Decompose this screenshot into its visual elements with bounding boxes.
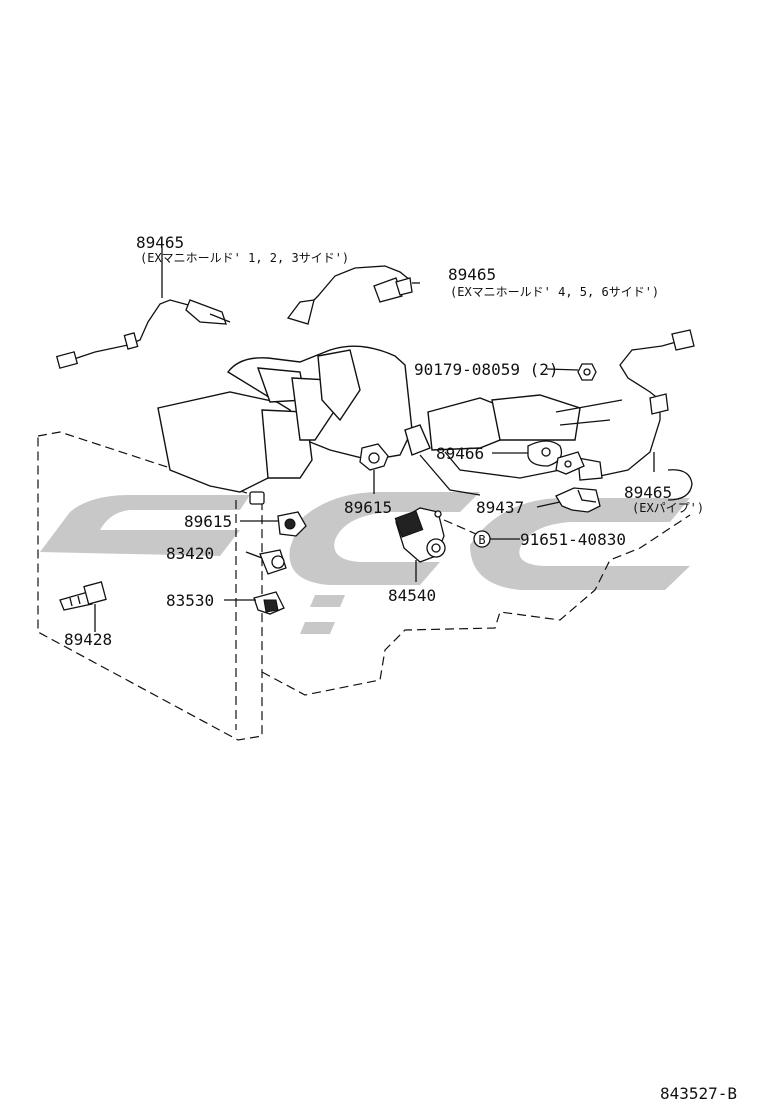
label-intake-air-temp-sensor: 89428: [64, 630, 112, 649]
note-o2-sensor-rear: (EXマニホールド' 4, 5, 6サイド'): [450, 285, 659, 299]
o2-sensor-rear[interactable]: [286, 265, 413, 325]
note-o2-sensor-pipe: (EXパイプ'): [632, 501, 704, 515]
label-gasket: 89466: [436, 444, 484, 463]
label-water-temp-sensor: 83420: [166, 544, 214, 563]
label-oil-pressure-switch: 83530: [166, 591, 214, 610]
nut-part[interactable]: [577, 363, 597, 381]
label-nut: 90179-08059 (2): [414, 360, 559, 379]
label-o2-sensor-rear: 89465: [448, 265, 496, 284]
label-throttle-position-sensor: 84540: [388, 586, 436, 605]
knock-sensor-center[interactable]: [359, 443, 389, 471]
intake-air-temp-sensor[interactable]: [59, 581, 107, 611]
label-bracket: 89437: [476, 498, 524, 517]
oil-pressure-switch[interactable]: [253, 591, 285, 615]
gasket-part[interactable]: [527, 440, 563, 467]
bolt-marker[interactable]: B: [473, 530, 491, 548]
leader-lines: [94, 248, 693, 632]
knock-sensor-left[interactable]: [277, 511, 307, 537]
label-o2-sensor-pipe: 89465: [624, 483, 672, 502]
watermark-logo: [40, 492, 690, 634]
bolt-marker-letter: B: [478, 533, 485, 547]
sensor-flange: [555, 451, 585, 475]
engine-outline: [261, 514, 691, 696]
label-knock-sensor-left: 89615: [184, 512, 232, 531]
o2-sensor-pipe[interactable]: [577, 329, 695, 481]
engine-block: [157, 345, 623, 496]
label-o2-sensor-front: 89465: [136, 233, 184, 252]
diagram-code: 843527-B: [660, 1084, 737, 1103]
label-knock-sensor-center: 89615: [344, 498, 392, 517]
bracket-part[interactable]: [555, 487, 601, 513]
water-temp-sensor[interactable]: [259, 549, 287, 575]
o2-sensor-front[interactable]: [55, 299, 231, 369]
label-bolt: 91651-40830: [520, 530, 626, 549]
throttle-position-sensor[interactable]: [394, 507, 446, 563]
note-o2-sensor-front: (EXマニホールド' 1, 2, 3サイド'): [140, 251, 349, 265]
component-box-outline: [37, 431, 263, 741]
plug-part: [249, 491, 265, 505]
